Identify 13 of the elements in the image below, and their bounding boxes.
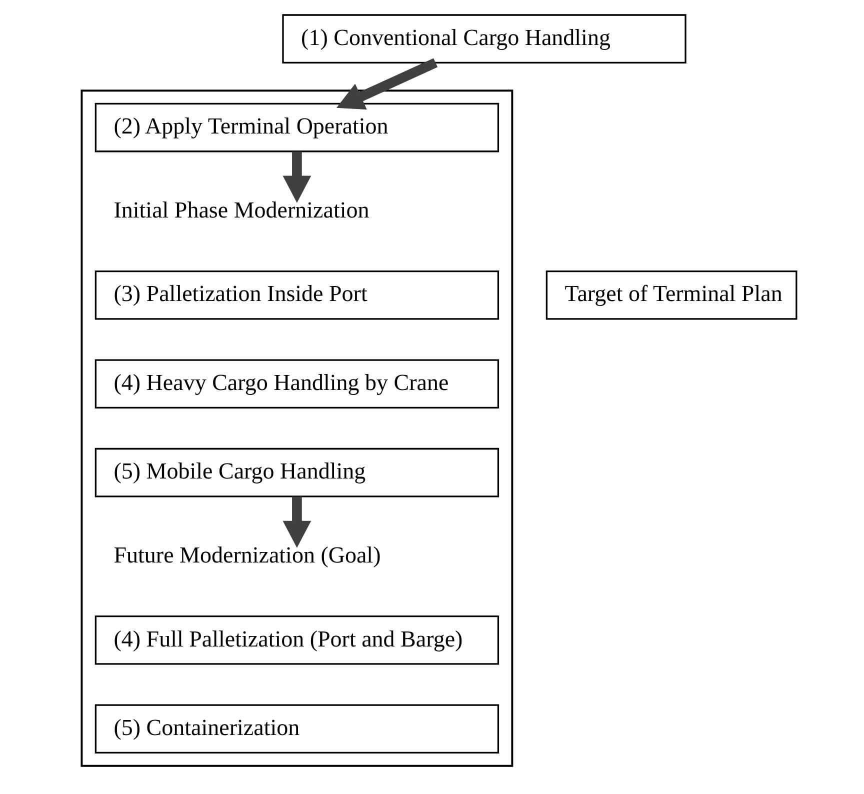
cluster <box>80 90 513 767</box>
node-box: (1) Conventional Cargo Handling <box>282 14 686 64</box>
arrow <box>282 152 311 203</box>
node-box: (3) Palletization Inside Port <box>94 270 499 320</box>
node-box: Target of Terminal Plan <box>545 270 797 320</box>
node-box: (5) Containerization <box>94 704 499 754</box>
arrow <box>282 496 311 548</box>
node-text: Initial Phase Modernization <box>113 197 369 222</box>
node-box: (5) Mobile Cargo Handling <box>94 448 499 498</box>
node-text: Future Modernization (Goal) <box>113 542 380 568</box>
node-box: (4) Full Palletization (Port and Barge) <box>94 616 499 665</box>
node-box: (2) Apply Terminal Operation <box>94 102 499 152</box>
node-box: (4) Heavy Cargo Handling by Crane <box>94 359 499 408</box>
